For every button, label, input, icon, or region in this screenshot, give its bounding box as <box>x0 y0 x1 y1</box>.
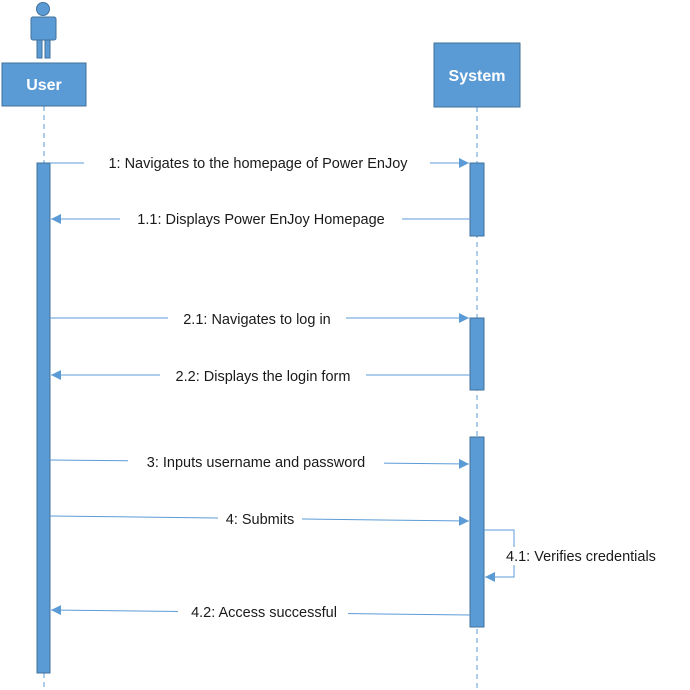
message-1-1-label: 1.1: Displays Power EnJoy Homepage <box>137 212 384 228</box>
message-4-label: 4: Submits <box>226 512 295 528</box>
message-3[interactable]: 3: Inputs username and password <box>49 454 470 471</box>
message-2-2-label: 2.2: Displays the login form <box>176 369 351 385</box>
actor-icon <box>30 2 57 59</box>
message-2-1-label: 2.1: Navigates to log in <box>183 312 331 328</box>
message-4-2-label: 4.2: Access successful <box>191 605 337 621</box>
message-2-2[interactable]: 2.2: Displays the login form <box>51 367 470 385</box>
message-4-1[interactable]: 4.1: Verifies credentials <box>484 529 680 582</box>
system-activation-bar-1 <box>469 162 485 237</box>
system-activation-bar-3 <box>469 436 485 628</box>
message-4-1-label: 4.1: Verifies credentials <box>506 549 656 565</box>
message-4-2[interactable]: 4.2: Access successful <box>50 604 471 621</box>
message-1-1[interactable]: 1.1: Displays Power EnJoy Homepage <box>51 211 470 228</box>
participant-system-label: System <box>449 68 506 85</box>
user-activation-bar <box>36 162 51 674</box>
message-2-1[interactable]: 2.1: Navigates to log in <box>50 310 469 328</box>
participant-user[interactable]: User <box>1 62 87 107</box>
message-3-label: 3: Inputs username and password <box>147 455 365 471</box>
message-4[interactable]: 4: Submits <box>49 510 470 528</box>
message-1-label: 1: Navigates to the homepage of Power En… <box>108 156 408 172</box>
participant-system[interactable]: System <box>433 42 521 108</box>
system-activation-bar-2 <box>469 317 485 391</box>
participant-user-label: User <box>26 77 62 94</box>
message-1[interactable]: 1: Navigates to the homepage of Power En… <box>50 155 469 172</box>
